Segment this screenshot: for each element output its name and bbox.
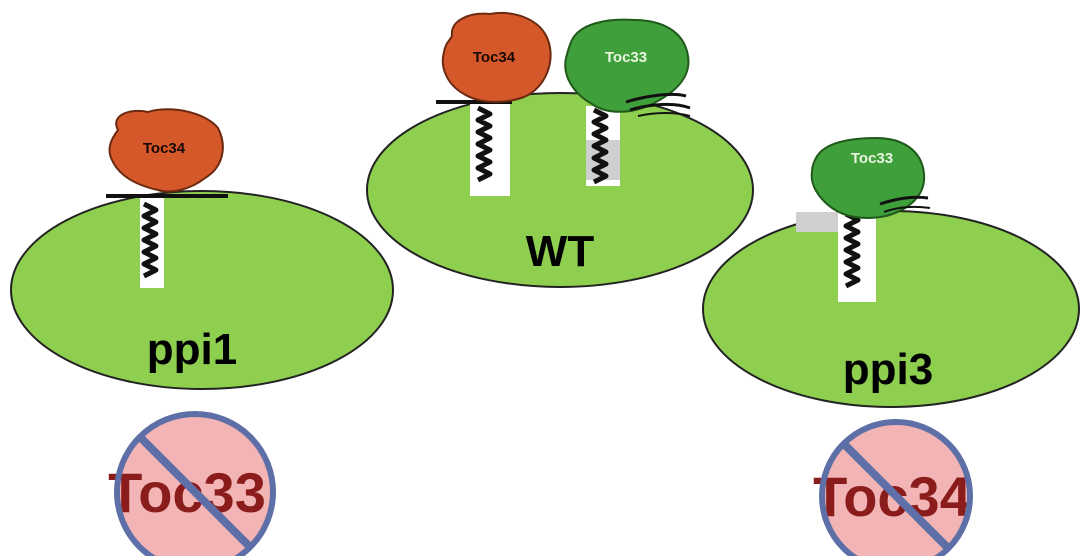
ppi1-missing-toc33-label: Toc33 bbox=[108, 461, 266, 524]
ppi1-toc34-label: Toc34 bbox=[143, 140, 186, 157]
ppi3-toc33-protein bbox=[810, 136, 926, 219]
ppi1-label: ppi1 bbox=[147, 325, 237, 374]
ppi1-chloroplast bbox=[10, 190, 394, 390]
ppi3-missing-toc34-sign: Toc34 bbox=[813, 419, 973, 556]
wt-label: WT bbox=[526, 227, 595, 276]
ppi1-group: Toc34 ppi1 Toc33 bbox=[10, 108, 394, 556]
ppi1-toc34-protein bbox=[108, 108, 224, 193]
wt-chloroplast bbox=[366, 92, 754, 288]
ppi3-membrane-right bbox=[879, 195, 931, 213]
ppi1-missing-toc33-sign: Toc33 bbox=[108, 411, 276, 556]
wt-toc34-label: Toc34 bbox=[473, 49, 516, 66]
ppi3-shadow-bar bbox=[796, 212, 842, 232]
ppi3-label: ppi3 bbox=[843, 345, 933, 394]
wt-toc33-label: Toc33 bbox=[605, 49, 647, 66]
wt-membrane-right bbox=[625, 92, 691, 117]
wt-group: Toc34 Toc33 WT bbox=[366, 12, 754, 288]
ppi3-toc33-label: Toc33 bbox=[851, 150, 893, 167]
ppi3-group: Toc33 ppi3 Toc34 bbox=[702, 136, 1080, 556]
wt-central-pore bbox=[512, 96, 586, 166]
wt-toc34-protein bbox=[441, 12, 552, 103]
